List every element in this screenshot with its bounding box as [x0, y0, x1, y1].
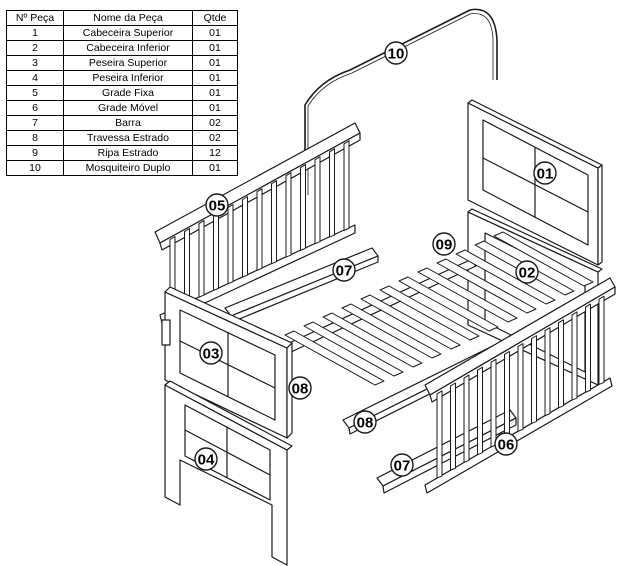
rail-slat — [300, 164, 306, 251]
rail-slat — [517, 343, 524, 432]
bed-slat — [493, 231, 594, 287]
callout-03-label: 03 — [203, 346, 220, 363]
rail-slat — [242, 196, 248, 278]
bed-slat — [360, 294, 461, 350]
rail-slat — [477, 366, 483, 456]
rail-slat — [256, 188, 263, 271]
part-05-fixed-rail — [154, 122, 361, 324]
bed-slat — [455, 249, 556, 305]
callout-08-back-label: 08 — [292, 381, 309, 398]
part-qty: 01 — [192, 160, 238, 176]
callout-07-lower: 07 — [390, 453, 414, 477]
rail-slat — [227, 204, 234, 285]
callout-07-upper: 07 — [332, 258, 356, 282]
callout-08-front: 08 — [353, 410, 377, 434]
rail-slat — [285, 172, 292, 258]
callout-10-label: 10 — [388, 46, 405, 63]
rail-slat — [504, 350, 510, 440]
callout-08-front-label: 08 — [357, 415, 374, 432]
rail-slat — [571, 311, 578, 401]
bed-slat — [322, 312, 423, 368]
part-01-headboard-upper — [467, 99, 603, 266]
callout-05-label: 05 — [209, 198, 226, 215]
callout-01: 01 — [533, 161, 557, 185]
bed-slat — [379, 285, 480, 341]
callout-07-lower-label: 07 — [394, 458, 411, 475]
part-number: 10 — [6, 160, 64, 176]
rail-slat — [463, 374, 470, 463]
callout-03: 03 — [199, 341, 223, 365]
rail-slat — [598, 295, 605, 385]
rail-slat — [544, 327, 551, 417]
rail-slat — [314, 156, 321, 245]
part-name: Mosquiteiro Duplo — [63, 160, 193, 176]
callout-08-back: 08 — [288, 376, 312, 400]
rail-slat — [343, 140, 350, 231]
callout-02-label: 02 — [519, 265, 536, 282]
callout-06-label: 06 — [498, 437, 515, 454]
callout-04: 04 — [194, 447, 218, 471]
rail-slat — [329, 148, 335, 238]
rail-slat — [198, 220, 205, 298]
rail-slat — [271, 180, 277, 265]
callout-10: 10 — [384, 41, 408, 65]
bed-slat — [341, 303, 442, 359]
part-04-footboard-lower — [164, 380, 293, 566]
rail-slat — [213, 212, 219, 291]
callout-02: 02 — [515, 260, 539, 284]
rail-slat — [558, 319, 564, 409]
bed-slat — [417, 267, 518, 323]
part-09-bed-slats — [284, 231, 594, 386]
rail-slat — [490, 358, 497, 448]
rail-slat — [450, 382, 456, 471]
callout-01-label: 01 — [537, 166, 554, 183]
part-10-canopy-rod — [304, 8, 498, 195]
part-06-movable-rail — [424, 277, 616, 494]
callout-09-label: 09 — [436, 237, 453, 254]
rail-slat — [436, 390, 443, 479]
rail-slat — [585, 303, 591, 393]
part-qty: 01 — [192, 40, 238, 56]
callout-07-upper-label: 07 — [336, 263, 353, 280]
rail-slat — [531, 335, 537, 424]
bed-slat — [284, 330, 385, 386]
callout-09: 09 — [432, 232, 456, 256]
callout-04-label: 04 — [198, 452, 215, 469]
bed-slat — [398, 276, 499, 332]
bed-slat — [303, 321, 404, 377]
rail-slat — [184, 228, 190, 305]
callout-06: 06 — [494, 432, 518, 456]
callout-05: 05 — [205, 193, 229, 217]
bed-slat — [436, 258, 537, 314]
